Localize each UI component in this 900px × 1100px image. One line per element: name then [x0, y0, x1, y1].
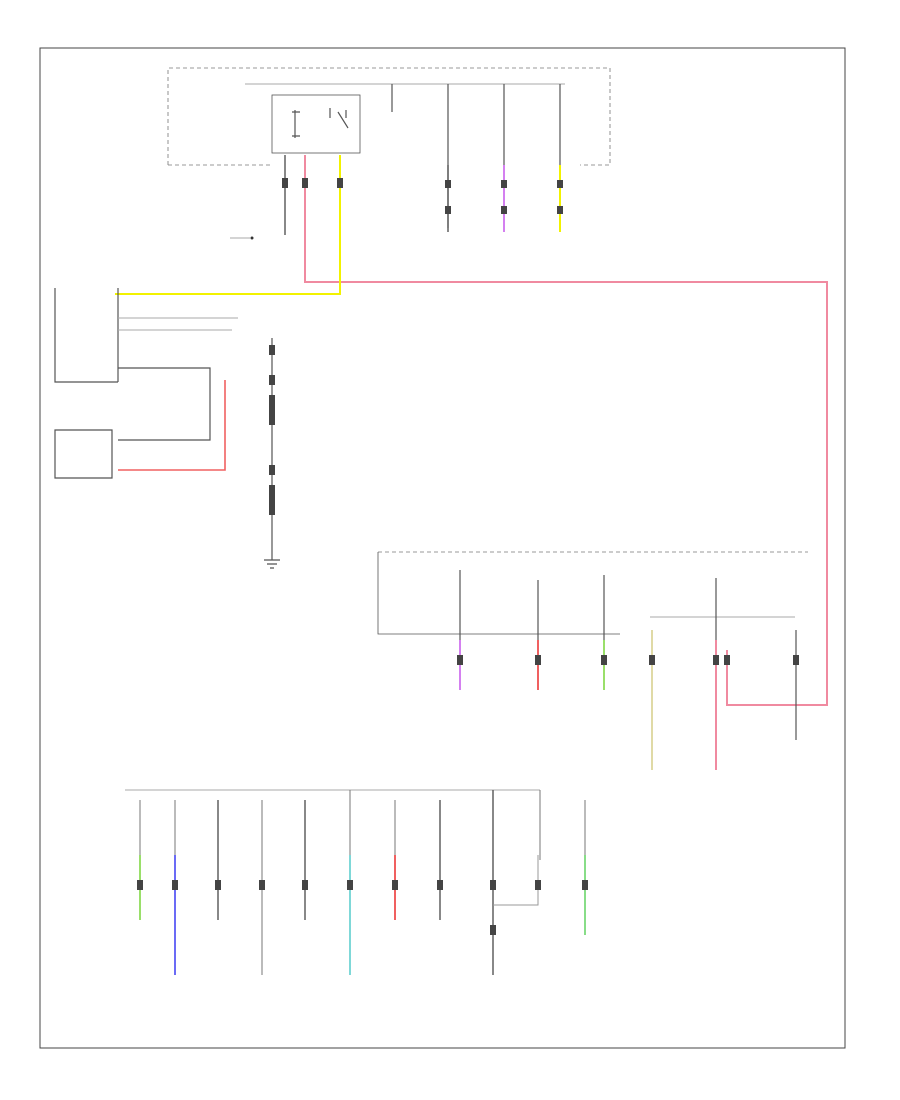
left-component — [54, 288, 238, 441]
relay-output-wires — [115, 155, 828, 706]
relay-coil — [292, 110, 300, 138]
ground-chain — [264, 338, 280, 569]
middle-fuse-box — [377, 551, 808, 640]
top-fuse-box — [167, 67, 611, 232]
diagram-frame — [39, 47, 846, 1049]
bottom-branch-wires — [137, 790, 588, 975]
relay-switch — [329, 108, 349, 129]
pink-main-wire — [304, 155, 828, 706]
top-destination-wires — [445, 165, 563, 232]
relay-box — [271, 94, 361, 154]
left-component-lower — [54, 380, 226, 479]
yellow-wire — [115, 155, 341, 295]
middle-destination-wires — [457, 630, 799, 770]
